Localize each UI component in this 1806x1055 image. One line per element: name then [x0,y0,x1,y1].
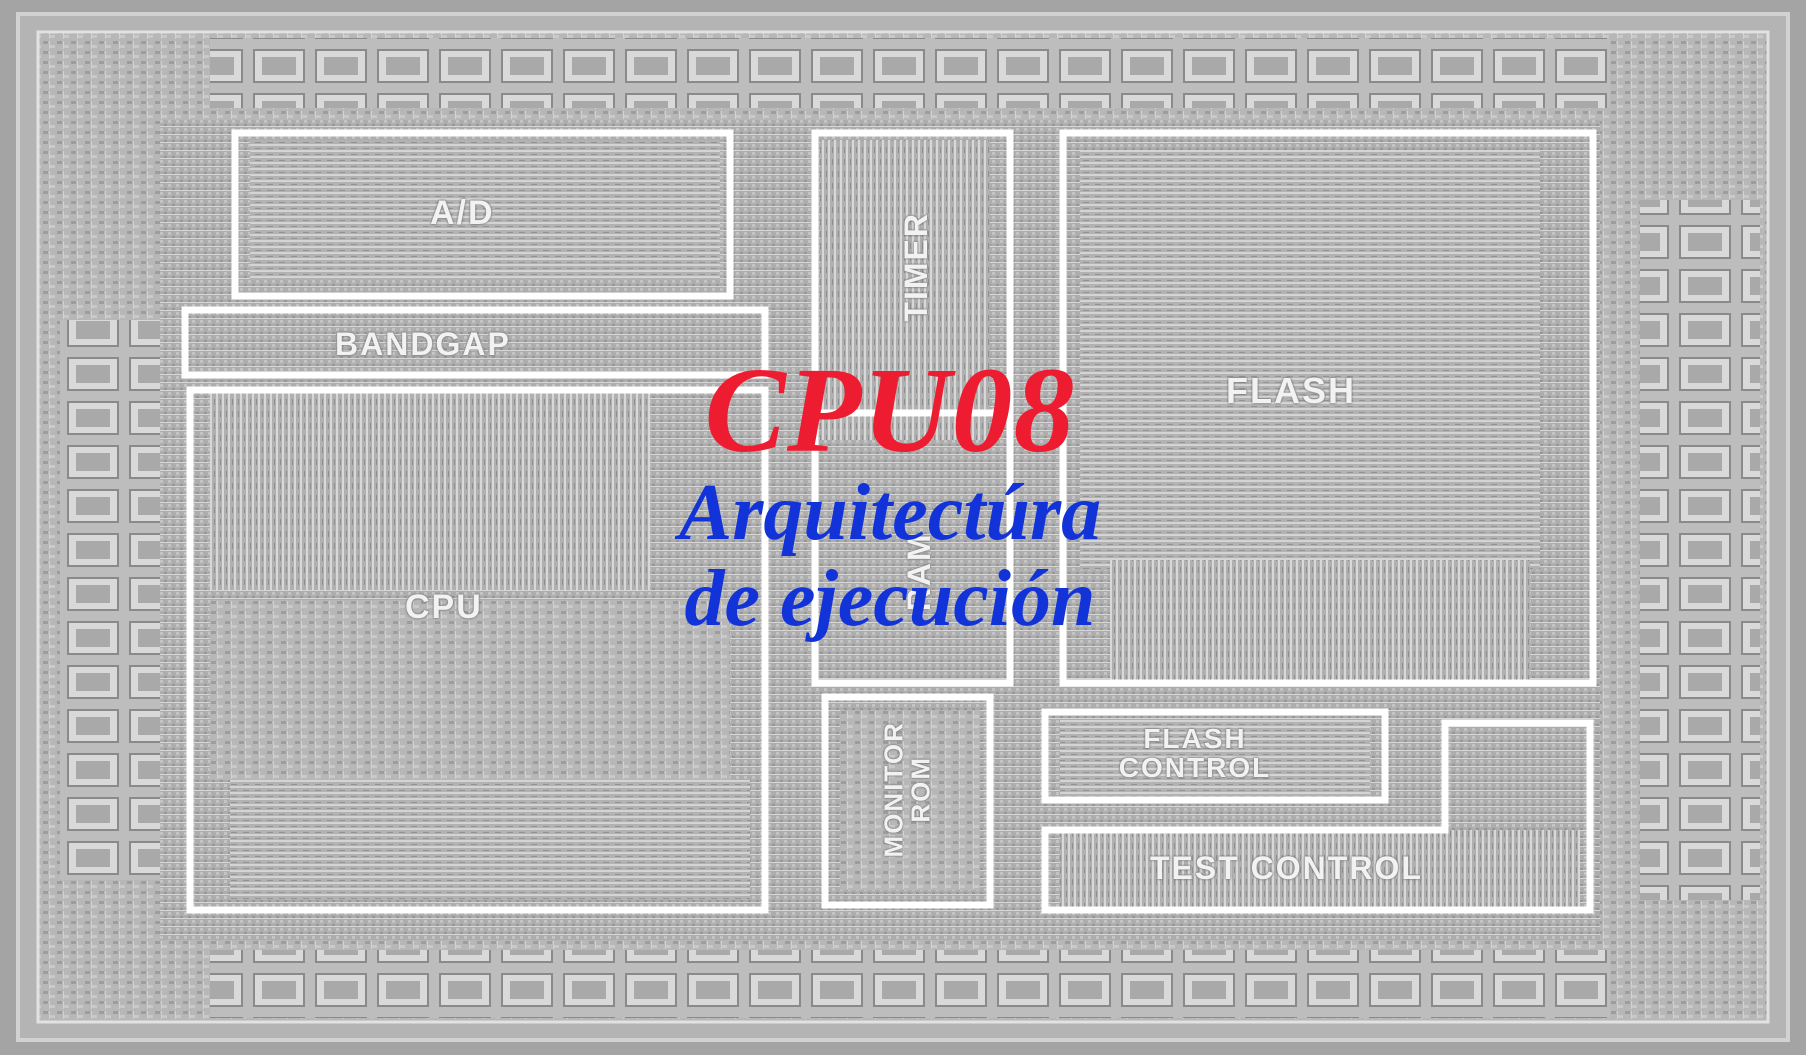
flash-control-line-1: FLASH [1143,723,1247,754]
slide-title: CPU08 Arquitectúra de ejecución [560,343,1220,643]
flash-control-line-2: CONTROL [1118,752,1272,784]
block-label-timer: TIMER [898,212,935,322]
title-subtitle-line-2: de ejecución [684,555,1096,643]
title-subtitle-line-1: Arquitectúra [678,469,1102,557]
block-label-cpu: CPU [405,588,483,626]
block-label-flash: FLASH [1226,370,1356,411]
title-main: CPU08 [704,343,1076,478]
block-label-ad: A/D [430,194,495,232]
monitor-rom-line-2: ROM [906,755,936,823]
block-label-flash-control: FLASH CONTROL [1095,724,1295,783]
block-label-bandgap: BANDGAP [335,326,511,362]
block-label-test-control: TEST CONTROL [1150,850,1423,886]
block-label-monitor-rom: MONITOR ROM [878,709,936,869]
monitor-rom-line-1: MONITOR [878,721,909,858]
